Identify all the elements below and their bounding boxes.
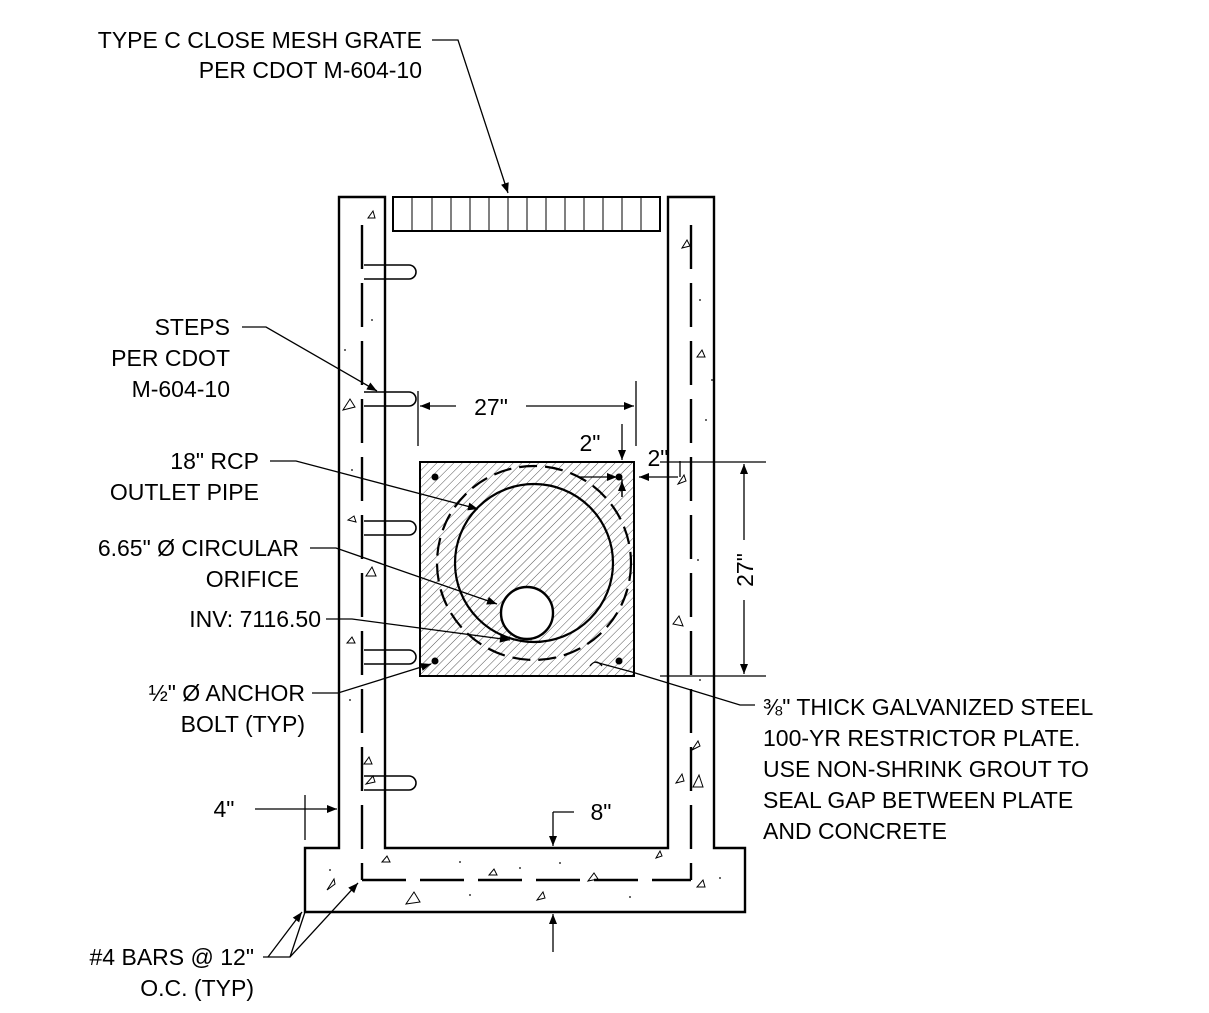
plate-label-line4: SEAL GAP BETWEEN PLATE <box>763 787 1073 813</box>
orifice-label-line2: ORIFICE <box>206 566 299 592</box>
plate-text: " THICK GALVANIZED STEEL <box>782 694 1093 720</box>
leader-lines <box>242 39 755 958</box>
rebar-lines <box>360 225 693 882</box>
dimension-lines <box>255 381 766 952</box>
concrete-speckles <box>329 299 721 898</box>
anchor-bolt-label-line2: BOLT (TYP) <box>181 711 305 737</box>
ladder-steps <box>364 264 417 791</box>
plate-height-dim: 27" <box>732 553 758 587</box>
pipe-label-line1: 18" RCP <box>170 448 259 474</box>
structure-outline <box>303 195 747 914</box>
dimension-labels: 27" 27" 2" 2" 4" 8" <box>214 394 758 825</box>
concrete-structure <box>303 195 747 914</box>
bars-label-line1: #4 BARS @ 12" <box>90 944 254 970</box>
anchor-bolt <box>615 473 623 481</box>
mesh-grate <box>392 196 661 232</box>
wall-thickness-dim: 4" <box>214 796 235 822</box>
grate-label-line1: TYPE C CLOSE MESH GRATE <box>98 27 422 53</box>
plate-label-line1: ⅜" THICK GALVANIZED STEEL <box>763 694 1093 720</box>
bars-label-line2: O.C. (TYP) <box>140 975 254 1001</box>
steps-label-line1: STEPS <box>155 314 230 340</box>
invert-label: INV: 7116.50 <box>189 606 321 632</box>
base-thickness-dim: 8" <box>591 799 612 825</box>
anchor-bolt <box>431 473 439 481</box>
bolt-fraction: ½ <box>149 680 168 706</box>
edge-side-dim: 2" <box>648 445 669 471</box>
plate-label-line2: 100-YR RESTRICTOR PLATE. <box>763 725 1080 751</box>
plate-label-line3: USE NON-SHRINK GROUT TO <box>763 756 1089 782</box>
steps-label-line3: M-604-10 <box>132 376 230 402</box>
concrete-aggregate <box>326 209 706 905</box>
pipe-label-line2: OUTLET PIPE <box>110 479 259 505</box>
plate-label-line5: AND CONCRETE <box>763 818 947 844</box>
orifice-label-line1: 6.65" Ø CIRCULAR <box>98 535 299 561</box>
restrictor-plate <box>419 461 635 677</box>
circular-orifice <box>499 585 555 641</box>
plate-fraction: ⅜ <box>763 694 783 720</box>
anchor-bolt-label-line1: ½" Ø ANCHOR <box>149 680 305 706</box>
grate-label-line2: PER CDOT M-604-10 <box>199 57 422 83</box>
rcp-outlet-pipe <box>435 464 633 662</box>
callouts: TYPE C CLOSE MESH GRATE PER CDOT M-604-1… <box>90 27 1094 1001</box>
anchor-bolt <box>615 657 623 665</box>
bolt-text: " Ø ANCHOR <box>168 680 305 706</box>
edge-top-dim: 2" <box>580 430 601 456</box>
pipe-inner-wall <box>453 482 615 644</box>
anchor-bolt <box>431 657 439 665</box>
plate-width-dim: 27" <box>474 394 508 420</box>
steps-label-line2: PER CDOT <box>111 345 230 371</box>
